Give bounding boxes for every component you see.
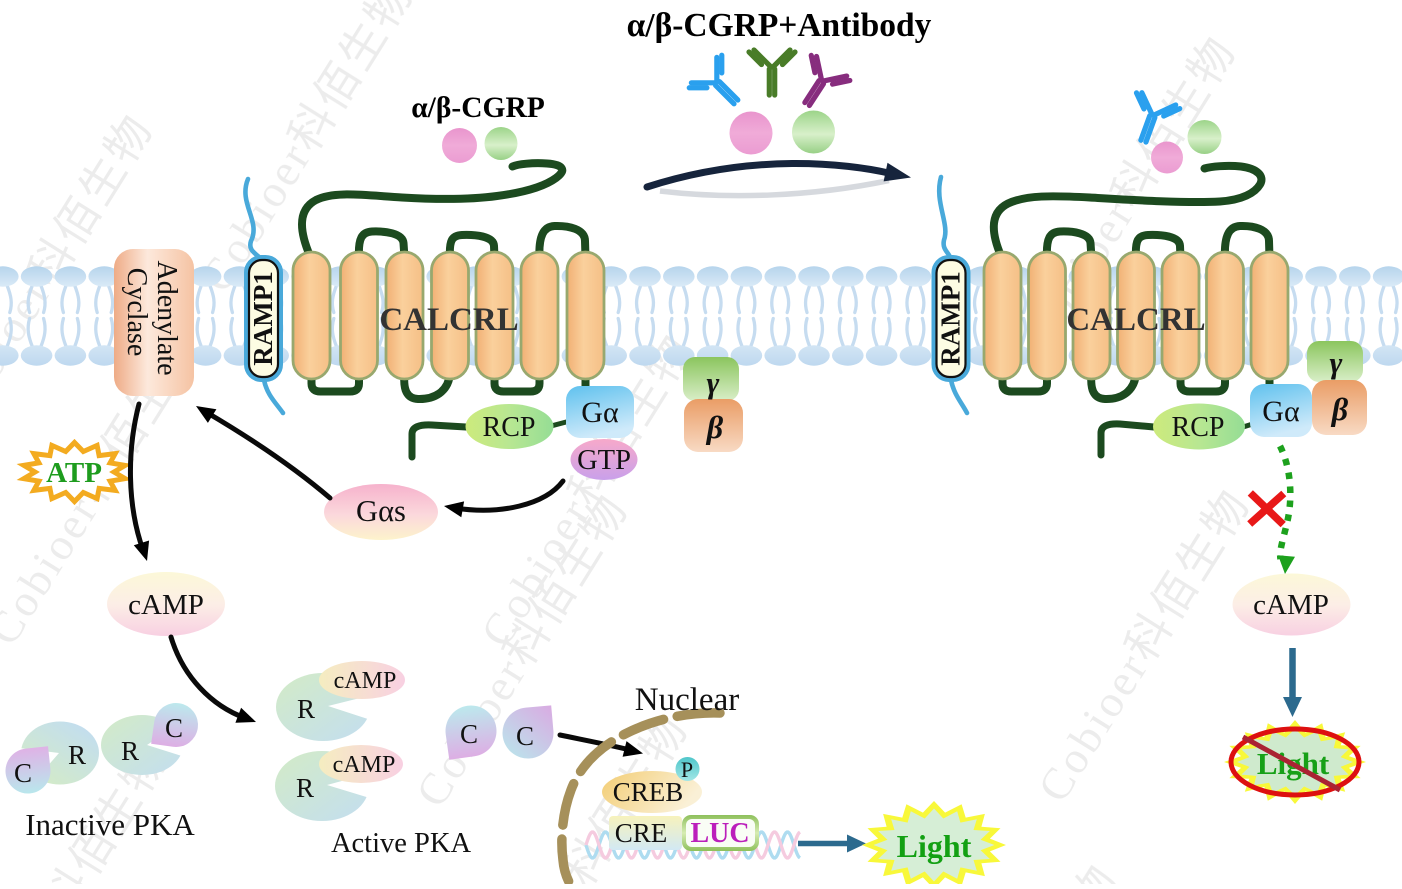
svg-text:CALCRL: CALCRL <box>1066 302 1205 338</box>
svg-text:RAMP1: RAMP1 <box>248 271 278 365</box>
svg-text:ATP: ATP <box>46 457 102 489</box>
svg-text:LUC: LUC <box>690 818 749 849</box>
svg-text:cAMP: cAMP <box>128 589 204 621</box>
svg-text:Nuclear: Nuclear <box>635 682 739 718</box>
svg-text:Gαs: Gαs <box>356 494 406 528</box>
svg-text:C: C <box>14 758 32 788</box>
svg-text:C: C <box>460 719 478 749</box>
svg-text:β: β <box>706 409 724 445</box>
svg-text:GTP: GTP <box>577 445 631 476</box>
svg-text:Adenylate: Adenylate <box>151 260 182 375</box>
svg-text:R: R <box>68 740 86 770</box>
svg-text:RCP: RCP <box>1172 412 1225 443</box>
svg-text:Active PKA: Active PKA <box>331 828 472 859</box>
svg-text:RAMP1: RAMP1 <box>936 271 966 365</box>
svg-text:cAMP: cAMP <box>333 752 396 778</box>
svg-text:β: β <box>1331 391 1349 427</box>
svg-text:RCP: RCP <box>483 412 536 443</box>
svg-text:Gα: Gα <box>581 396 619 429</box>
svg-text:Cyclase: Cyclase <box>121 268 152 357</box>
svg-text:R: R <box>296 773 314 803</box>
svg-text:cAMP: cAMP <box>334 668 397 694</box>
svg-text:R: R <box>297 694 315 724</box>
svg-text:γ: γ <box>1330 345 1343 380</box>
svg-text:R: R <box>121 736 139 766</box>
svg-text:P: P <box>681 757 693 782</box>
svg-text:CREB: CREB <box>613 777 684 807</box>
svg-text:CALCRL: CALCRL <box>379 302 518 338</box>
svg-text:Gα: Gα <box>1262 395 1300 428</box>
svg-text:γ: γ <box>707 365 720 400</box>
svg-text:Inactive PKA: Inactive PKA <box>25 807 195 842</box>
svg-text:CRE: CRE <box>615 818 668 848</box>
svg-text:C: C <box>165 713 183 743</box>
svg-text:α/β-CGRP+Antibody: α/β-CGRP+Antibody <box>627 7 932 44</box>
svg-text:α/β-CGRP: α/β-CGRP <box>411 92 545 124</box>
svg-text:cAMP: cAMP <box>1253 589 1329 621</box>
svg-text:C: C <box>516 721 534 751</box>
svg-text:Light: Light <box>897 828 972 864</box>
